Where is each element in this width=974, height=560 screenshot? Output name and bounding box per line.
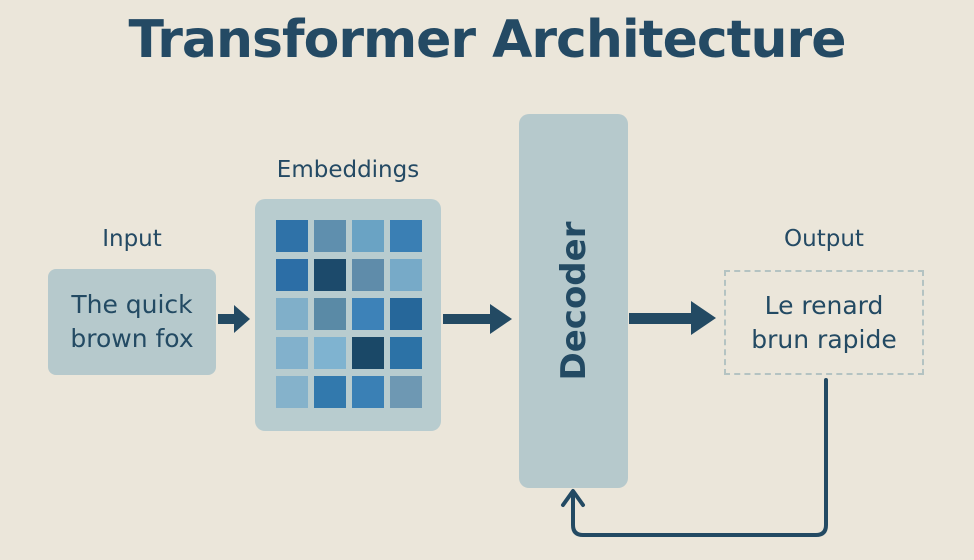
embedding-cell	[314, 376, 346, 408]
embedding-cell	[314, 298, 346, 330]
embedding-cell	[314, 220, 346, 252]
embedding-cell	[390, 376, 422, 408]
embedding-cell	[390, 220, 422, 252]
embedding-cell	[276, 337, 308, 369]
feedback-loop-arrow	[561, 378, 828, 537]
output-label: Output	[784, 226, 864, 252]
embedding-cell	[390, 259, 422, 291]
embedding-cell	[352, 376, 384, 408]
embedding-cell	[390, 298, 422, 330]
embedding-cell	[314, 259, 346, 291]
embedding-cell	[276, 376, 308, 408]
embedding-cell	[352, 220, 384, 252]
arrow-input-to-embeddings	[218, 305, 250, 333]
output-box: Le renard brun rapide	[724, 270, 924, 375]
arrow-decoder-to-output	[629, 301, 716, 335]
embedding-cell	[352, 337, 384, 369]
embedding-cell	[276, 220, 308, 252]
arrow-embeddings-to-decoder	[443, 304, 512, 334]
diagram-title: Transformer Architecture	[128, 10, 847, 70]
output-text: Le renard brun rapide	[751, 290, 897, 354]
input-label: Input	[102, 226, 162, 252]
embedding-cell	[276, 298, 308, 330]
embedding-cell	[390, 337, 422, 369]
embedding-cell	[276, 259, 308, 291]
embedding-cell	[352, 298, 384, 330]
embeddings-grid	[255, 199, 441, 431]
input-text: The quick brown fox	[70, 290, 194, 353]
embedding-cell	[352, 259, 384, 291]
embeddings-label: Embeddings	[276, 157, 420, 183]
embedding-cell	[314, 337, 346, 369]
decoder-block: Decoder	[519, 114, 628, 488]
input-box: The quick brown fox	[48, 269, 216, 375]
